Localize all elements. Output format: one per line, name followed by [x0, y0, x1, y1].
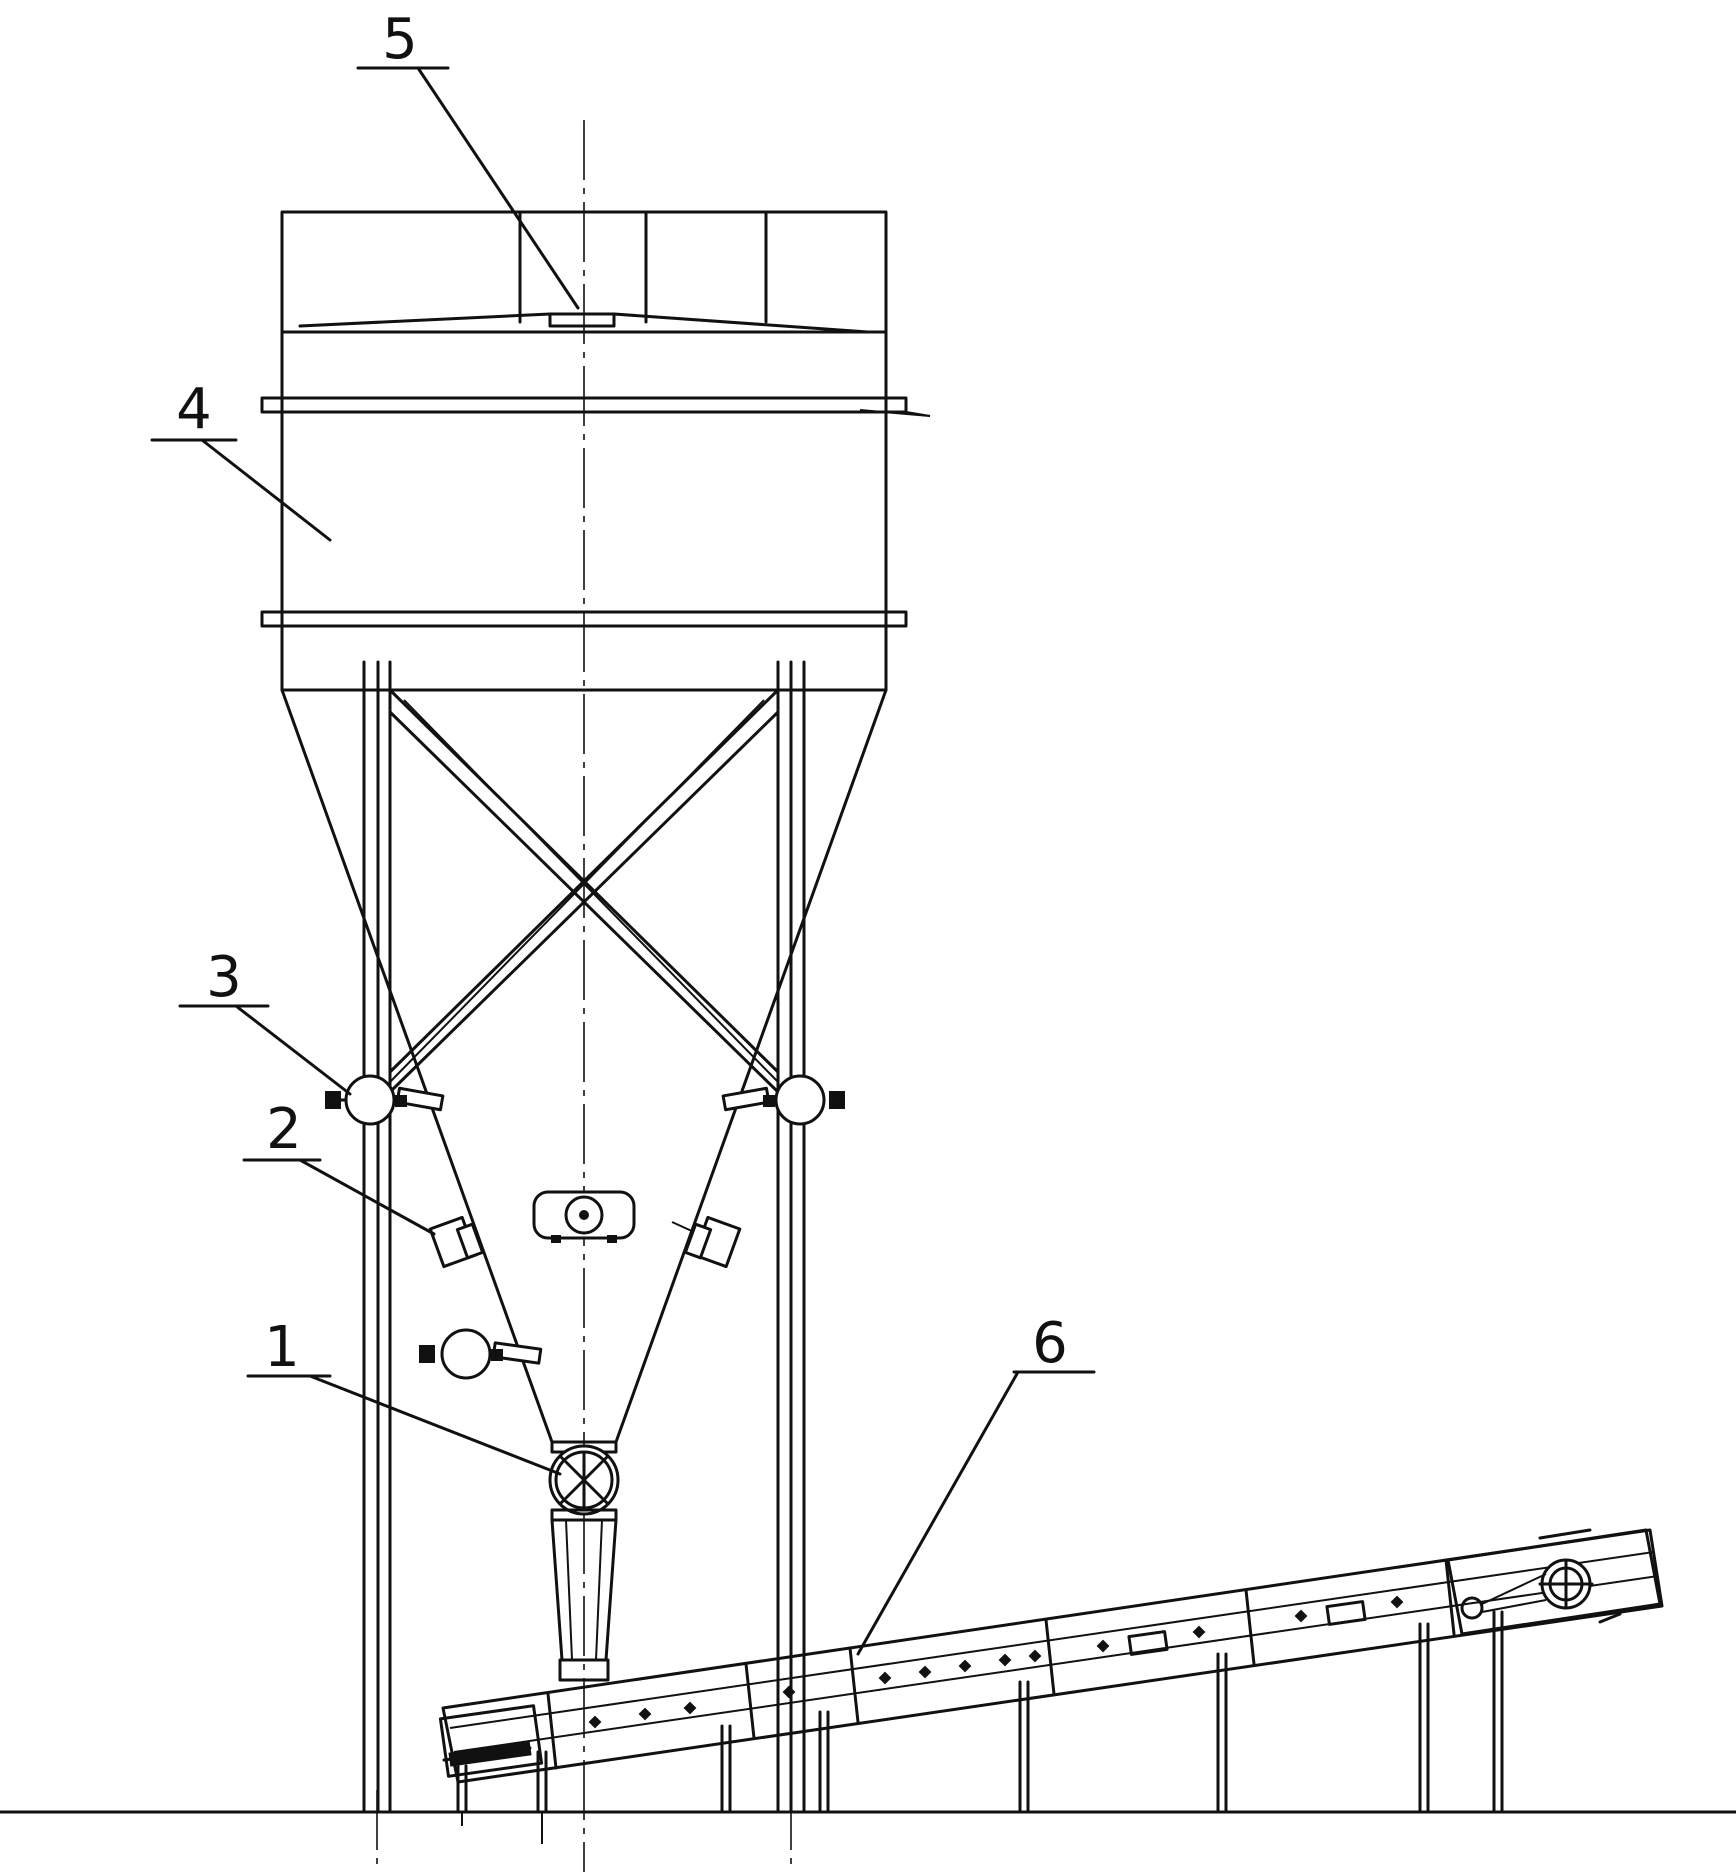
- callout-label-4: 4: [176, 377, 212, 442]
- support-columns: [362, 660, 806, 1814]
- rotary-valve: [548, 1440, 620, 1522]
- central-tank: [532, 1190, 636, 1243]
- callout-6: 6: [856, 1311, 1096, 1656]
- callout-label-1: 1: [264, 1315, 300, 1380]
- callout-3: 3: [178, 945, 352, 1096]
- air-nozzle-left: [428, 1215, 485, 1269]
- conveyor-supports: [456, 1610, 1504, 1844]
- callout-2: 2: [242, 1097, 436, 1236]
- callout-label-2: 2: [266, 1097, 302, 1162]
- callout-1: 1: [246, 1315, 562, 1476]
- discharge-chute: [550, 1518, 618, 1682]
- silo-body: [260, 210, 931, 1444]
- callout-label-6: 6: [1032, 1311, 1068, 1376]
- belt-conveyor: [438, 1528, 1664, 1784]
- air-nozzle-right: [671, 1215, 742, 1269]
- cross-bracing: [388, 688, 780, 1094]
- vibrator-left: [325, 1074, 445, 1126]
- callout-label-5: 5: [382, 7, 418, 72]
- vibrator-lower: [419, 1328, 543, 1380]
- callout-label-3: 3: [206, 945, 242, 1010]
- callout-4: 4: [150, 377, 332, 542]
- conveyor-idlers: [588, 1595, 1404, 1729]
- callout-5: 5: [356, 7, 580, 310]
- vibrator-right: [721, 1074, 845, 1126]
